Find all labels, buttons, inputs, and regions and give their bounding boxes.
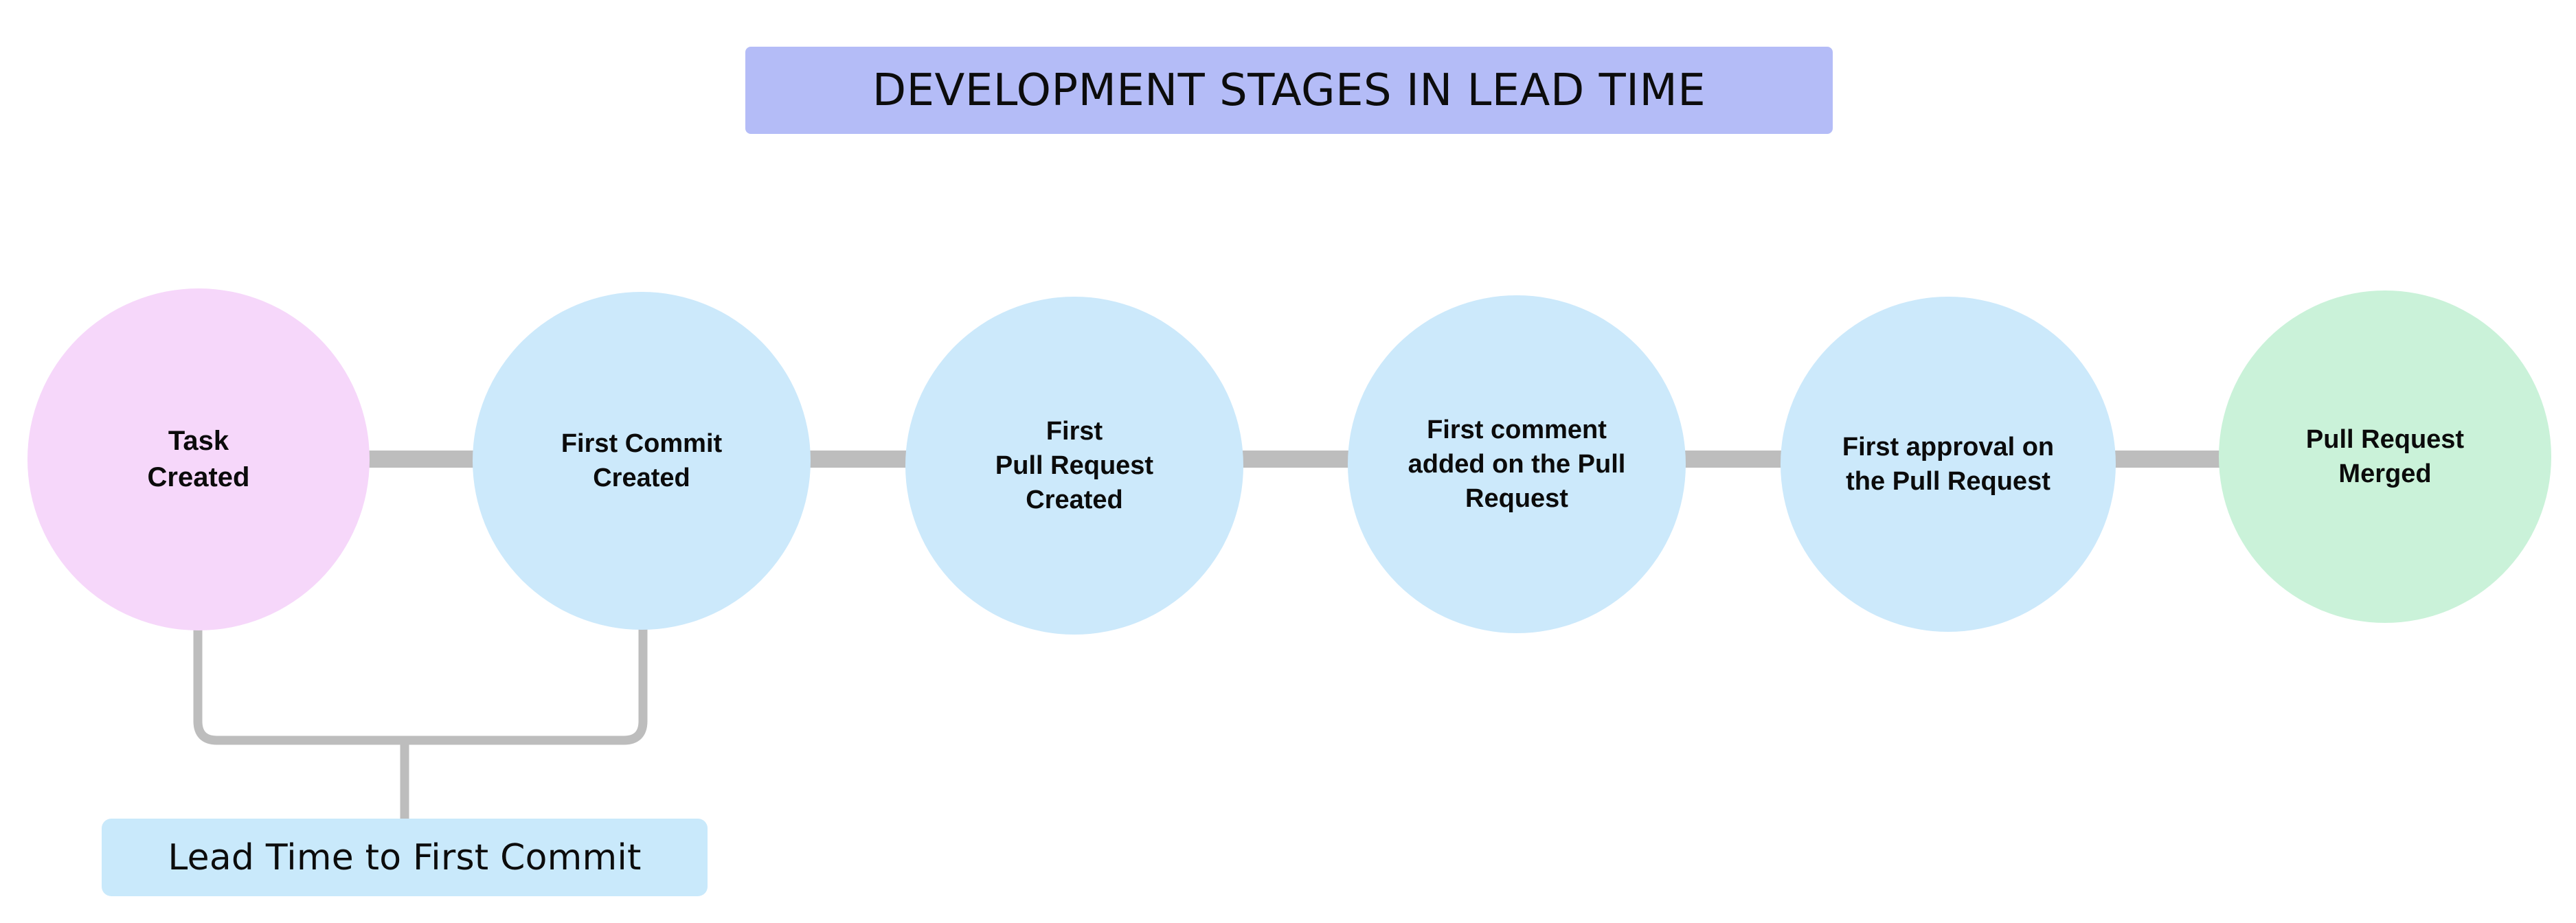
stage-node-first-approval[interactable]: First approval on the Pull Request	[1781, 297, 2116, 632]
connector-3-4	[1233, 451, 1360, 468]
diagram-title-banner: DEVELOPMENT STAGES IN LEAD TIME	[745, 47, 1833, 134]
connector-5-6	[2105, 451, 2229, 468]
stage-label-first-comment-added: First comment added on the Pull Request	[1408, 415, 1626, 514]
stage-label-first-commit-created: First Commit Created	[561, 429, 723, 492]
lead-time-bracket	[193, 618, 648, 824]
stage-node-first-comment-added[interactable]: First comment added on the Pull Request	[1348, 295, 1686, 633]
stage-node-pull-request-merged[interactable]: Pull Request Merged	[2219, 290, 2551, 623]
lead-time-callout-label: Lead Time to First Commit	[168, 836, 642, 878]
stage-label-first-approval: First approval on the Pull Request	[1842, 432, 2055, 496]
stage-node-first-commit-created[interactable]: First Commit Created	[473, 292, 811, 630]
stage-label-pull-request-merged: Pull Request Merged	[2305, 424, 2465, 488]
page-title: DEVELOPMENT STAGES IN LEAD TIME	[872, 65, 1706, 116]
connector-1-2	[357, 451, 488, 468]
stage-label-first-pull-request-created: First Pull Request Created	[995, 416, 1154, 515]
stage-node-task-created[interactable]: Task Created	[27, 288, 370, 630]
connector-4-5	[1680, 451, 1793, 468]
connector-2-3	[800, 451, 917, 468]
stage-label-task-created: Task Created	[147, 426, 250, 492]
lead-time-callout[interactable]: Lead Time to First Commit	[102, 819, 708, 896]
stage-node-first-pull-request-created[interactable]: First Pull Request Created	[905, 297, 1243, 635]
